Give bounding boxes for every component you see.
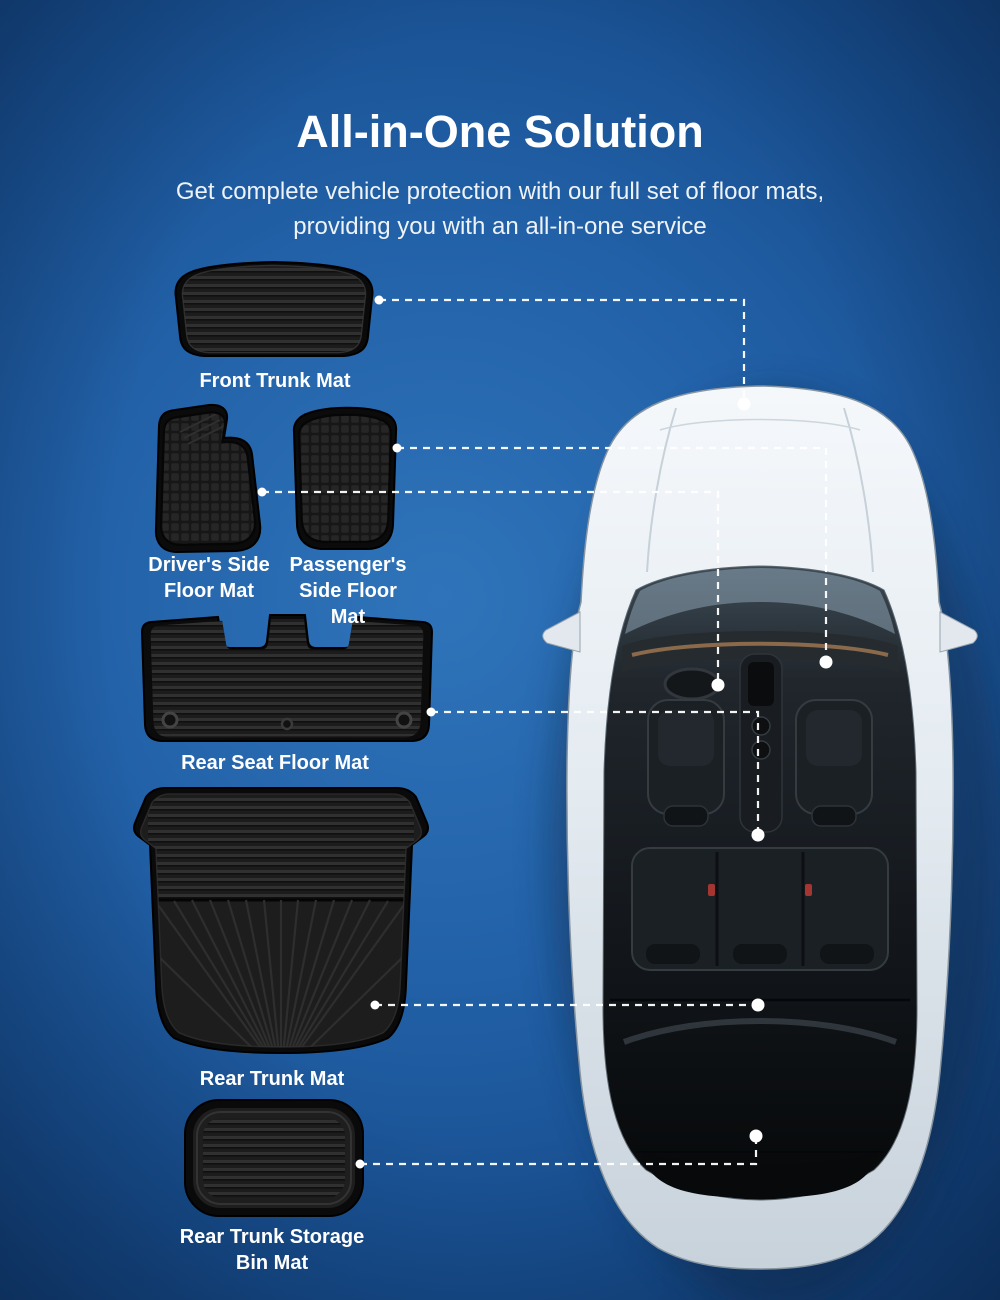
label-line: Floor Mat xyxy=(164,580,254,602)
connector-passenger xyxy=(397,446,828,656)
label-line: Bin Mat xyxy=(235,1252,309,1274)
label-line: Side Floor Mat xyxy=(299,580,397,628)
frunk-seam xyxy=(659,418,861,431)
rear-trunk-mat-label: Rear Trunk Mat xyxy=(160,1066,384,1092)
connector-endpoints xyxy=(257,295,833,1169)
steering-wheel xyxy=(663,667,721,701)
passengers-side-floor-mat-image xyxy=(292,406,398,550)
dashboard-wood-trim xyxy=(631,641,889,657)
connector-lines xyxy=(262,298,828,1166)
page-subtitle: Get complete vehicle protection with our… xyxy=(0,174,1000,244)
windshield-reflection xyxy=(625,568,895,634)
mat-texture xyxy=(150,618,424,736)
subtitle-line: providing you with an all-in-one service xyxy=(293,213,707,240)
cup-holder xyxy=(751,716,771,736)
rear-trunk-storage-bin-mat-image xyxy=(184,1099,364,1217)
rear-trunk-mat-image xyxy=(133,787,429,1055)
connector-rear-seat xyxy=(431,710,760,829)
connector-front-trunk xyxy=(379,298,746,398)
label-line: Passenger's xyxy=(289,554,407,576)
label-line: Front Trunk Mat xyxy=(199,370,351,392)
mat-texture xyxy=(161,412,256,545)
cup-holder xyxy=(751,740,771,760)
drivers-side-floor-mat-image xyxy=(154,403,262,554)
connector-storage-bin xyxy=(360,1142,758,1166)
passenger-seat xyxy=(795,699,873,827)
rear-seat-floor-mat-label: Rear Seat Floor Mat xyxy=(155,750,395,776)
driver-seat xyxy=(647,699,725,827)
label-line: Rear Seat Floor Mat xyxy=(181,752,369,774)
front-trunk-mat-image xyxy=(174,260,374,357)
side-mirror-right xyxy=(939,611,978,653)
rear-glass-highlight xyxy=(622,1018,898,1045)
front-trunk-mat-label: Front Trunk Mat xyxy=(165,368,385,394)
passengers-side-floor-mat-label: Passenger's Side Floor Mat xyxy=(283,552,413,630)
hood-crease-left xyxy=(646,407,677,573)
label-line: Driver's Side xyxy=(148,554,270,576)
connector-driver xyxy=(262,490,720,679)
hood-crease-right xyxy=(843,407,874,573)
label-line: Rear Trunk Storage xyxy=(179,1226,365,1248)
rear-bench-seat xyxy=(631,847,889,971)
car-top-view xyxy=(542,385,1000,1300)
side-mirror-left xyxy=(542,611,581,653)
mat-texture xyxy=(203,1118,345,1198)
mat-texture xyxy=(299,414,392,542)
rear-seat-floor-mat-image xyxy=(140,614,434,742)
page-title: All-in-One Solution xyxy=(296,106,704,157)
subtitle-line: Get complete vehicle protection with our… xyxy=(175,178,825,205)
label-line: Rear Trunk Mat xyxy=(199,1068,345,1090)
trunk-floor xyxy=(640,1150,880,1198)
mat-texture xyxy=(182,266,366,352)
dashboard xyxy=(622,631,898,672)
rear-trunk-storage-bin-mat-label: Rear Trunk Storage Bin Mat xyxy=(164,1224,380,1276)
console-screen xyxy=(748,662,774,706)
drivers-side-floor-mat-label: Driver's Side Floor Mat xyxy=(145,552,273,604)
